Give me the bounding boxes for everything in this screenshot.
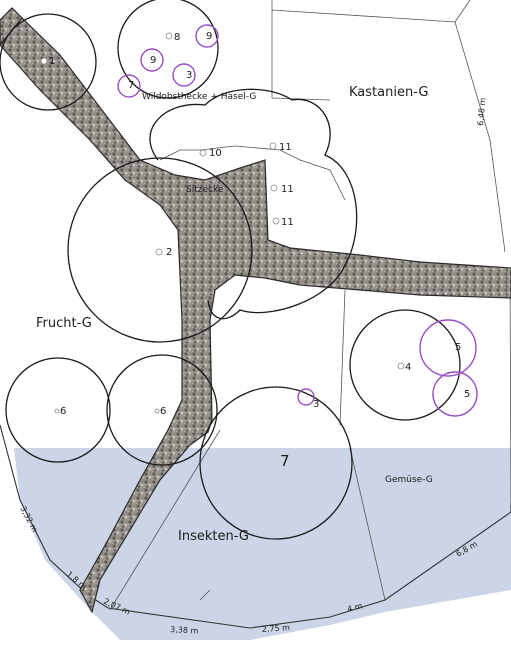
num-5b: 5: [464, 389, 470, 400]
purple-circle-9a: [195, 24, 219, 48]
plot-boundary: [0, 424, 511, 629]
tree-point-8: [165, 32, 173, 40]
num-10: 10: [209, 148, 222, 159]
tree-point-11c: [272, 217, 280, 225]
tree-point-2: [155, 248, 163, 256]
dim-6-48m: 6,48 m: [476, 97, 487, 126]
tree-point-6b: [154, 408, 160, 414]
tree-crown-2: [67, 157, 253, 343]
tree-point-4: [397, 362, 405, 370]
num-11a: 11: [279, 142, 292, 153]
num-3b: 3: [313, 399, 319, 410]
tree-crown-1: [0, 13, 97, 111]
num-1: 1: [49, 56, 55, 67]
label-insekten: Insekten-G: [178, 529, 249, 544]
dim-4m: 4 m: [346, 601, 363, 614]
shrub-crown-sitzecke: [149, 88, 358, 320]
num-9a: 9: [206, 31, 212, 42]
kastanien-bed-outline: [271, 0, 506, 253]
label-sitzecke: Sitzecke: [186, 185, 224, 195]
label-kastanien: Kastanien-G: [349, 85, 428, 100]
tree-crown-8: [117, 0, 219, 99]
purple-circle-5b: [432, 371, 478, 417]
tree-crown-4: [349, 309, 461, 421]
num-7: 7: [280, 452, 290, 470]
num-3: 3: [186, 70, 192, 81]
label-wildobsthecke: Wildobsthecke + Hasel-G: [142, 92, 256, 102]
tree-point-11b: [270, 184, 278, 192]
gravel-path-top-left: [0, 7, 23, 46]
tree-point-11a: [269, 142, 277, 150]
label-frucht: Frucht-G: [36, 316, 92, 331]
dim-2-75m: 2,75 m: [262, 623, 291, 634]
purple-circle-7: [117, 74, 141, 98]
num-6b: 6: [160, 406, 166, 417]
num-5a: 5: [455, 342, 461, 353]
sitzecke-border: [159, 145, 346, 201]
insect-zone-shading: [14, 448, 511, 640]
tree-crown-6a: [5, 357, 111, 463]
tree-crown-7: [199, 386, 353, 540]
num-4: 4: [405, 362, 411, 373]
num-7-small: 7: [128, 80, 134, 91]
num-11b: 11: [281, 184, 294, 195]
label-gemuese: Gemüse-G: [385, 475, 433, 485]
purple-circle-3: [172, 63, 196, 87]
dim-3-38m: 3,38 m: [170, 625, 199, 635]
num-8: 8: [174, 32, 180, 43]
tree-point-10: [199, 149, 207, 157]
insekten-bed-outline: [109, 429, 221, 611]
num-6a: 6: [60, 406, 66, 417]
purple-circle-3b: [297, 388, 315, 406]
purple-circle-5a: [419, 319, 477, 377]
tree-point-6a: [54, 408, 60, 414]
num-9b: 9: [150, 55, 156, 66]
gravel-path-diagonal: [0, 17, 511, 614]
num-2: 2: [166, 247, 172, 258]
tree-point-1: [40, 57, 48, 65]
num-11c: 11: [281, 217, 294, 228]
kastanien-right-edge: [454, 0, 471, 23]
tree-crown-6b: [106, 354, 218, 466]
purple-circle-9b: [140, 48, 164, 72]
